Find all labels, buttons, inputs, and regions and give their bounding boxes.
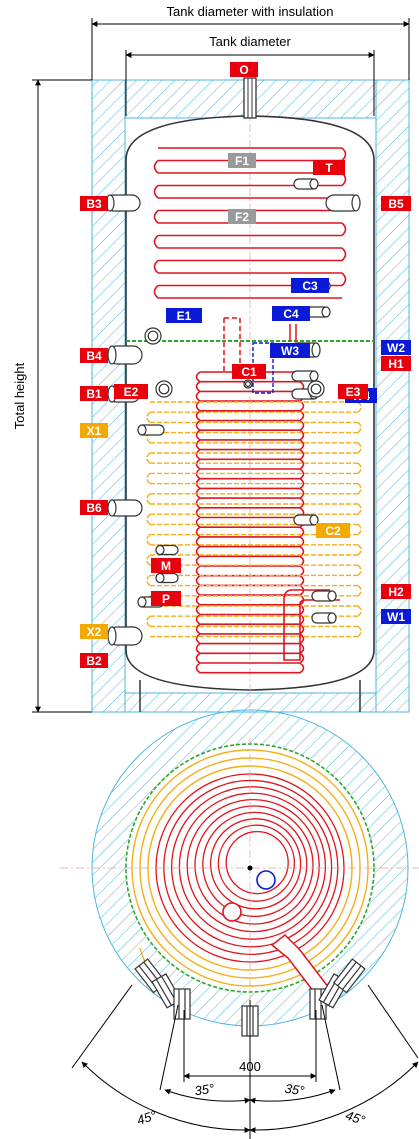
svg-text:H1: H1 bbox=[388, 357, 404, 371]
svg-text:F2: F2 bbox=[235, 210, 249, 224]
label-c2: C2 bbox=[316, 523, 350, 538]
label-x2: X2 bbox=[80, 624, 108, 639]
insulation-bottom bbox=[124, 692, 377, 713]
t-stub-end bbox=[309, 178, 319, 190]
label-e3: E3 bbox=[338, 384, 368, 399]
label-f1: F1 bbox=[228, 153, 256, 168]
plan-red-ring-9 bbox=[225, 830, 289, 895]
svg-text:O: O bbox=[239, 63, 248, 77]
plan-red-ring-2 bbox=[170, 786, 333, 948]
plan-red-ring-6 bbox=[202, 811, 308, 918]
svg-text:B2: B2 bbox=[86, 654, 102, 668]
svg-text:B4: B4 bbox=[86, 349, 102, 363]
c4-stub-end bbox=[321, 306, 331, 318]
plan-red-ring-1 bbox=[163, 779, 339, 956]
label-p: P bbox=[151, 591, 181, 606]
plan-stub-2 bbox=[173, 988, 191, 1020]
svg-text:P: P bbox=[162, 592, 170, 606]
elevation-view: Tank diameter with insulation Tank diame… bbox=[12, 4, 411, 720]
svg-text:W2: W2 bbox=[387, 341, 405, 355]
plan-red-ring-4 bbox=[186, 798, 320, 933]
svg-text:X2: X2 bbox=[87, 625, 102, 639]
b5-stub-end bbox=[351, 194, 361, 212]
e3-port-inner bbox=[310, 383, 322, 395]
e2-port-inner bbox=[158, 383, 170, 395]
e1-port-inner bbox=[147, 330, 159, 342]
svg-text:B5: B5 bbox=[388, 197, 404, 211]
label-e1: E1 bbox=[166, 308, 202, 323]
label-t: T bbox=[313, 160, 345, 175]
plan-red-ring-7 bbox=[209, 818, 302, 910]
label-b4: B4 bbox=[80, 348, 108, 363]
b2-stub-end bbox=[107, 626, 117, 646]
label-x1: X1 bbox=[80, 423, 108, 438]
angle-inner-right: 35° bbox=[284, 1081, 306, 1099]
plan-connection-stubs bbox=[134, 958, 366, 1037]
plan-view: 400 35° 35° 45° 45° bbox=[60, 709, 419, 1139]
label-w3: W3 bbox=[270, 343, 310, 358]
plan-red-ring-3 bbox=[178, 792, 327, 940]
angle-inner-left: 35° bbox=[194, 1081, 216, 1099]
w3-stub-end bbox=[311, 342, 321, 358]
b4-stub-end bbox=[107, 345, 117, 365]
plan-red-ring-8 bbox=[217, 824, 296, 902]
p-stub-end bbox=[155, 572, 165, 584]
plan-blue-port bbox=[256, 870, 276, 890]
label-b6: B6 bbox=[80, 500, 108, 515]
m-stub-end bbox=[155, 544, 165, 556]
svg-text:H2: H2 bbox=[388, 585, 404, 599]
insulation-right bbox=[375, 79, 410, 713]
plan-stub-6 bbox=[333, 958, 366, 994]
e1-dashed-pipe bbox=[223, 317, 241, 372]
label-b2: B2 bbox=[80, 653, 108, 668]
label-e2: E2 bbox=[114, 384, 148, 399]
angle-outer-left: 45° bbox=[135, 1108, 158, 1128]
svg-text:X1: X1 bbox=[87, 424, 102, 438]
total-height-label: Total height bbox=[12, 362, 27, 429]
label-b3: B3 bbox=[80, 196, 108, 211]
svg-text:B6: B6 bbox=[86, 501, 102, 515]
label-b5: B5 bbox=[381, 196, 411, 211]
c1-port-inner bbox=[245, 381, 252, 388]
plan-red-port bbox=[222, 902, 242, 922]
svg-text:B3: B3 bbox=[86, 197, 102, 211]
b6-stub-end bbox=[107, 499, 117, 517]
svg-text:C4: C4 bbox=[283, 307, 299, 321]
tank-diameter-insulation-label: Tank diameter with insulation bbox=[167, 4, 334, 19]
label-w2: W2 bbox=[381, 340, 411, 355]
label-c4: C4 bbox=[272, 306, 310, 321]
label-o: O bbox=[230, 62, 258, 77]
label-w1: W1 bbox=[381, 609, 411, 624]
x2-stub-end bbox=[137, 596, 147, 608]
angle-outer-right: 45° bbox=[344, 1108, 367, 1128]
plan-red-ring-5 bbox=[194, 805, 314, 925]
label-m: M bbox=[151, 558, 181, 573]
tank-diameter-label: Tank diameter bbox=[209, 34, 291, 49]
c2-stub-end bbox=[309, 514, 319, 526]
svg-text:E3: E3 bbox=[346, 385, 361, 399]
w1-stub-end bbox=[327, 612, 337, 624]
h2-stub-end bbox=[327, 590, 337, 602]
label-h2: H2 bbox=[381, 584, 411, 599]
label-h1: H1 bbox=[381, 356, 411, 371]
svg-text:B1: B1 bbox=[86, 387, 102, 401]
svg-text:T: T bbox=[325, 161, 333, 175]
label-f2: F2 bbox=[228, 209, 256, 224]
h1-stub-end bbox=[309, 370, 319, 382]
svg-text:C3: C3 bbox=[302, 279, 318, 293]
svg-text:W1: W1 bbox=[387, 610, 405, 624]
svg-text:E1: E1 bbox=[177, 309, 192, 323]
label-c1: C1 bbox=[232, 364, 266, 379]
label-b1: B1 bbox=[80, 386, 108, 401]
svg-text:F1: F1 bbox=[235, 154, 249, 168]
svg-text:M: M bbox=[161, 559, 171, 573]
svg-text:W3: W3 bbox=[281, 344, 299, 358]
svg-text:E2: E2 bbox=[124, 385, 139, 399]
x1-stub-end bbox=[137, 424, 147, 436]
connection-labels: OF1TB3B5F2C3E1C4B4W3W2H1B1C1W4E2E3X1B6C2… bbox=[80, 62, 411, 668]
label-c3: C3 bbox=[291, 278, 329, 293]
svg-text:C1: C1 bbox=[241, 365, 257, 379]
svg-text:C2: C2 bbox=[325, 524, 341, 538]
